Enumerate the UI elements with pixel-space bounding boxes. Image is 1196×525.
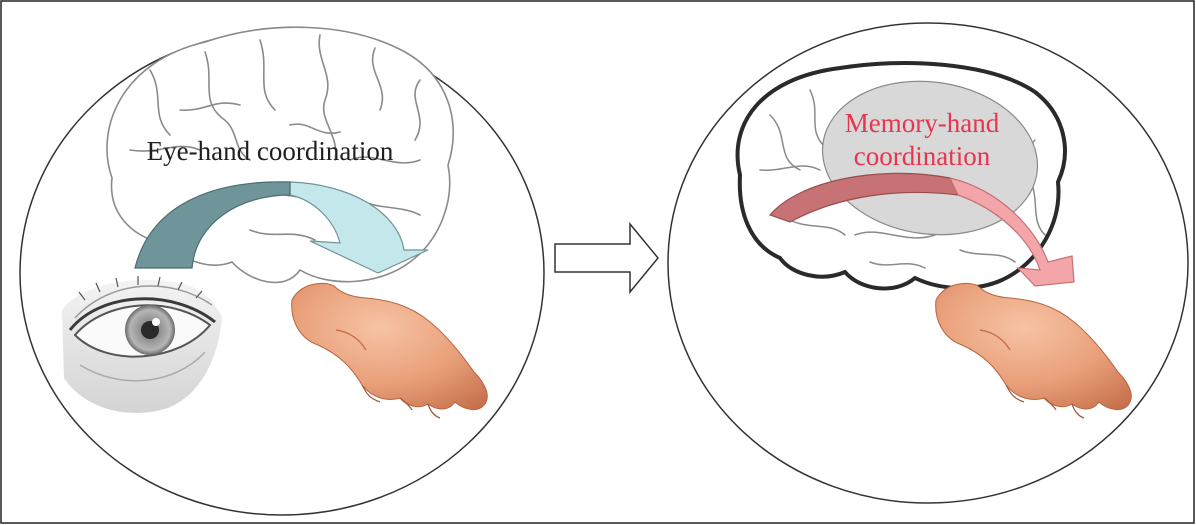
eye-hand-label: Eye-hand coordination xyxy=(147,136,394,166)
memory-hand-label-line2: coordination xyxy=(854,141,991,171)
memory-hand-label-line1: Memory-hand xyxy=(845,108,1000,138)
